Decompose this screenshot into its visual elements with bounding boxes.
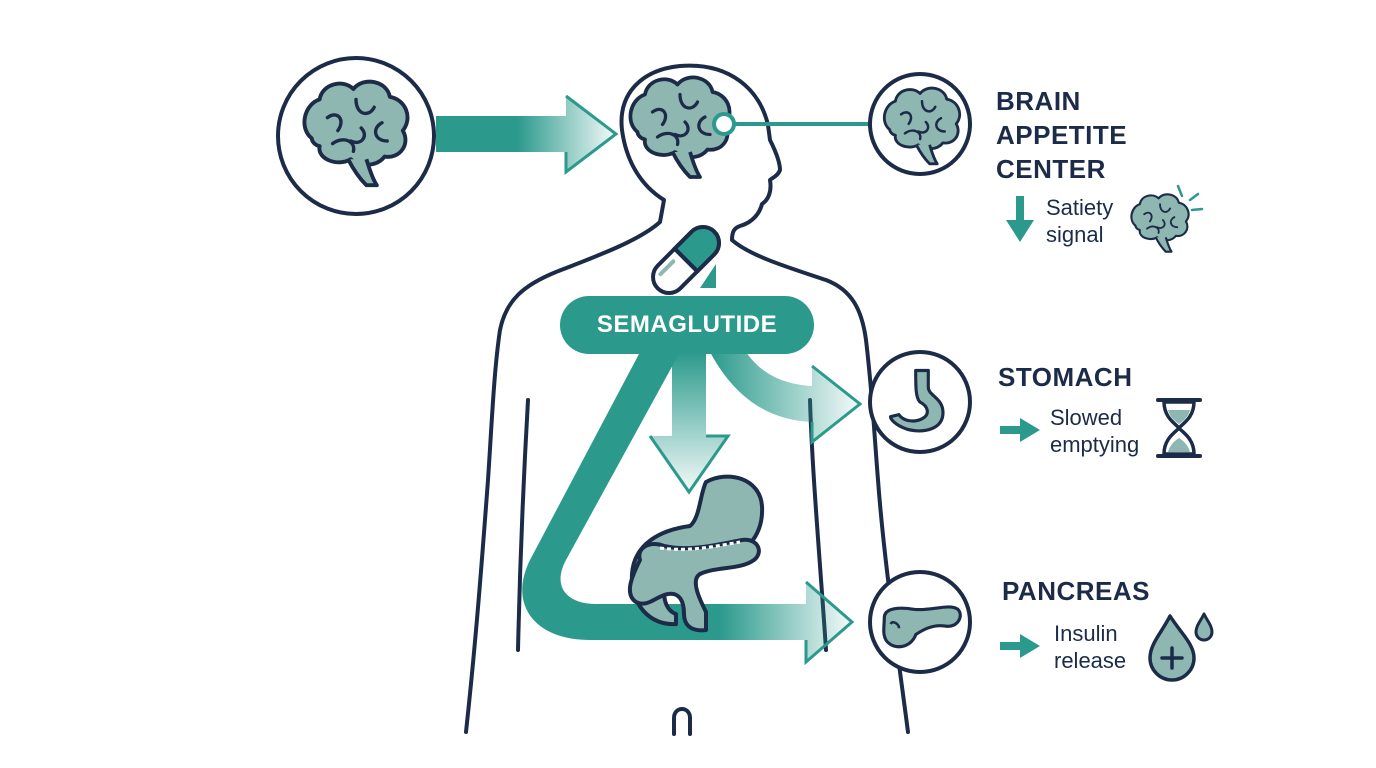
organ-title-line: CENTER (996, 154, 1106, 184)
organ-title-line: PANCREAS (1002, 576, 1150, 606)
internal-stomach-pancreas-icon (627, 474, 765, 633)
arrow-to-stomach-target (710, 352, 863, 446)
pancreas-title: PANCREAS (1002, 574, 1150, 608)
arrow-brain-to-head (436, 94, 619, 176)
stomach-title: STOMACH (998, 360, 1132, 394)
satiety-signal-text: Satiety signal (1046, 194, 1113, 248)
effect-line: release (1054, 648, 1127, 673)
brain-connector-dot (712, 112, 736, 136)
brain-icon (1130, 193, 1190, 253)
brain-appetite-center-title: BRAIN APPETITE CENTER (996, 84, 1127, 186)
pill-capsule-icon (651, 225, 721, 295)
right-arrow (1000, 634, 1040, 658)
semaglutide-label: SEMAGLUTIDE (560, 296, 814, 354)
effect-line: Insulin (1054, 621, 1118, 646)
brain-sparkle-icon (1176, 184, 1204, 212)
hourglass-icon (1156, 398, 1202, 458)
effect-line: Satiety (1046, 195, 1114, 220)
organ-title-line: STOMACH (998, 362, 1133, 392)
effect-line: emptying (1050, 432, 1140, 457)
insulin-drop-icon (1148, 612, 1214, 682)
slowed-emptying-text: Slowed emptying (1050, 404, 1139, 458)
effect-line: signal (1046, 222, 1104, 247)
insulin-release-text: Insulin release (1054, 620, 1126, 674)
right-arrow (1000, 418, 1040, 442)
pill-drop-mark (700, 264, 716, 288)
effect-line: Slowed (1050, 405, 1123, 430)
organ-title-line: BRAIN (996, 86, 1081, 116)
down-arrow (1006, 196, 1034, 242)
arrow-to-stomach-organ (648, 352, 731, 495)
organ-title-line: APPETITE (996, 120, 1128, 150)
navel-marker (672, 707, 692, 736)
